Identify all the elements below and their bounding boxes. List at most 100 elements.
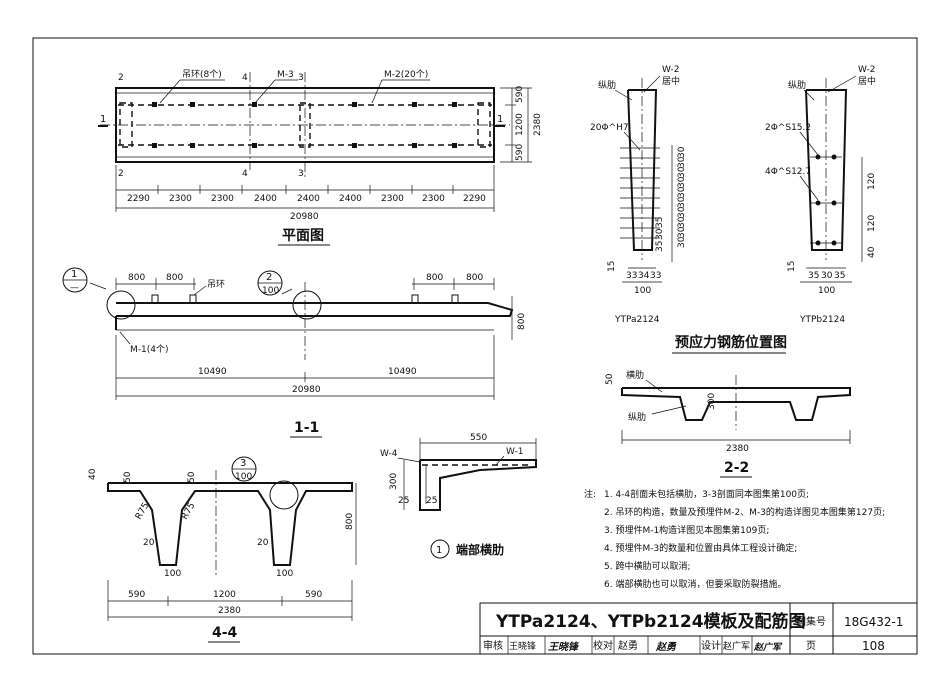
sec11-m1-label: M-1(4个)	[130, 344, 169, 355]
sec44-bottom-dim: 590	[128, 590, 145, 600]
sec44-dim: 100	[276, 569, 293, 579]
design-signature: 赵广军	[753, 642, 783, 653]
sec44-dim: 20	[143, 538, 155, 548]
ytpa-bars	[620, 147, 660, 239]
page-number: 108	[862, 639, 885, 653]
ytpa-spacing: 35	[655, 217, 665, 228]
end-rib-detail: 550 W-4 W-1 300 25 25 1 端部横肋	[380, 433, 537, 559]
sec44-dim: R75	[180, 501, 198, 521]
sheet-border	[32, 37, 918, 655]
section-mark-1-left: 1	[100, 114, 106, 125]
note-item: 4. 预埋件M-3的数量和位置由具体工程设计确定;	[604, 542, 797, 554]
ytpa-spacing: 30	[677, 156, 687, 168]
prestress-ytpa: 纵肋 W-2 居中 20Φ^H7 30 30 30 30 30 30 30 30…	[590, 65, 687, 325]
section-mark-4-top: 4	[242, 73, 248, 83]
ytpb-bottom-dim: 35	[834, 271, 845, 281]
section-mark-1-right: 1	[497, 114, 503, 125]
review-signature: 王晓锋	[548, 641, 580, 653]
end-rib-label-num: 1	[436, 545, 442, 556]
sec22-cross-rib: 横肋	[626, 369, 644, 381]
end-rib-w1: W-1	[506, 447, 524, 457]
ytpa-spacing: 30	[677, 216, 687, 228]
review-name: 王晓锋	[509, 640, 536, 652]
ytpa-spacing: 30	[677, 236, 687, 248]
ytpa-name: YTPa2124	[614, 315, 660, 325]
sec22-title: 2-2	[724, 460, 749, 476]
ytpa-bottom-left: 15	[607, 261, 617, 272]
title-block: YTPa2124、YTPb2124模板及配筋图 图集号 18G432-1 审核 …	[479, 602, 918, 655]
ytpa-label: 纵肋	[598, 80, 616, 91]
sec44-bottom-dim: 1200	[213, 590, 236, 600]
section-mark-2-bottom: 2	[118, 169, 124, 179]
plan-dim-ticks	[115, 165, 495, 212]
note-item: 1. 4-4剖面未包括横肋，3-3剖面同本图集第100页;	[604, 488, 809, 500]
design-label: 设计	[701, 639, 721, 652]
end-rib-dim: 25	[426, 496, 437, 506]
sec11-top-dim: 800	[466, 273, 483, 283]
callout-3-num: 3	[240, 458, 246, 469]
ytpa-label: 20Φ^H7	[590, 123, 629, 133]
sec44-title: 4-4	[212, 625, 238, 641]
end-rib-dim: 25	[398, 496, 409, 506]
section-1-1: 1 — 2 100 800 800 800 800 吊环 M-1(4个) 800…	[62, 267, 527, 438]
plan-dim: 2300	[381, 194, 404, 204]
note-item: 2. 吊环的构造，数量及预埋件M-2、M-3的构造详图见本图集第127页;	[604, 506, 885, 518]
sec11-top-dim: 800	[426, 273, 443, 283]
check-label: 校对	[593, 639, 613, 652]
ytpa-label: 居中	[662, 75, 680, 87]
prestress-ytpb: 纵肋 W-2 居中 2Φ^S15.2 4Φ^S12.7 120 120 40 1…	[765, 65, 877, 325]
section-mark-2-top: 2	[118, 73, 124, 83]
callout-1-num: 1	[71, 269, 77, 280]
sec44-dim: 50	[187, 471, 197, 483]
ytpb-label: W-2	[858, 65, 876, 75]
note-item: 3. 预埋件M-1构造详图见本图集第109页;	[604, 524, 769, 536]
prestress-title: 预应力钢筋位置图	[675, 334, 787, 351]
end-rib-label-text: 端部横肋	[456, 542, 504, 557]
end-rib-label-circle	[430, 539, 450, 559]
plan-title: 平面图	[282, 228, 324, 244]
notes: 注: 1. 4-4剖面未包括横肋，3-3剖面同本图集第100页; 2. 吊环的构…	[584, 488, 885, 590]
plan-label-m2: M-2(20个)	[384, 69, 428, 80]
ytpa-bottom-total: 100	[634, 286, 651, 296]
ytpb-bottom-left: 15	[787, 261, 797, 272]
ytpa-spacing: 30	[677, 176, 687, 188]
sec11-title: 1-1	[294, 420, 319, 436]
check-signature: 赵勇	[655, 641, 677, 653]
plan-dim: 2300	[211, 194, 234, 204]
check-name: 赵勇	[618, 639, 638, 652]
sec44-bottom-dim: 590	[305, 590, 322, 600]
review-label: 审核	[483, 639, 503, 652]
end-rib-dim: 550	[470, 433, 487, 443]
ytpa-spacing: 30	[655, 228, 665, 240]
end-rib-w4: W-4	[380, 449, 398, 459]
note-item: 5. 跨中横肋可以取消;	[604, 560, 690, 572]
ytpb-label: 2Φ^S15.2	[765, 123, 811, 133]
design-name: 赵广军	[723, 640, 750, 652]
end-rib-dim: 300	[389, 473, 399, 490]
section-mark-3-bottom: 3	[298, 169, 304, 179]
ytpb-bottom-total: 100	[818, 286, 835, 296]
ytpb-label: 居中	[858, 75, 876, 87]
plan-dim: 2400	[339, 194, 362, 204]
sec22-total: 2380	[726, 444, 749, 454]
sec22-dim: 300	[707, 393, 717, 410]
ytpa-spacing: 30	[677, 166, 687, 178]
plan-dim: 2300	[422, 194, 445, 204]
plan-view: 吊环(8个) M-3 M-2(20个) 1 1 2 2 4 4 3 3 2290…	[98, 69, 543, 246]
ytpb-label: 纵肋	[788, 80, 806, 91]
sec44-height: 800	[345, 513, 355, 530]
sec11-top-dim: 800	[166, 273, 183, 283]
ytpa-spacing: 35	[655, 241, 665, 252]
ytpa-label: W-2	[662, 65, 680, 75]
section-mark-4-bottom: 4	[242, 169, 248, 179]
section-4-4: 3 100 40 50 50 R75 R75 20 20 100 100 800…	[88, 456, 357, 643]
sec11-top-dim: 800	[128, 273, 145, 283]
plan-right-dim: 590	[515, 144, 525, 161]
plan-right-dim: 590	[515, 86, 525, 103]
section-mark-3-top: 3	[298, 73, 304, 83]
ytpb-label: 4Φ^S12.7	[765, 167, 811, 177]
sec44-total: 2380	[218, 606, 241, 616]
ytpa-bottom-dim: 33	[650, 271, 661, 281]
plan-label-m3: M-3	[277, 70, 294, 80]
